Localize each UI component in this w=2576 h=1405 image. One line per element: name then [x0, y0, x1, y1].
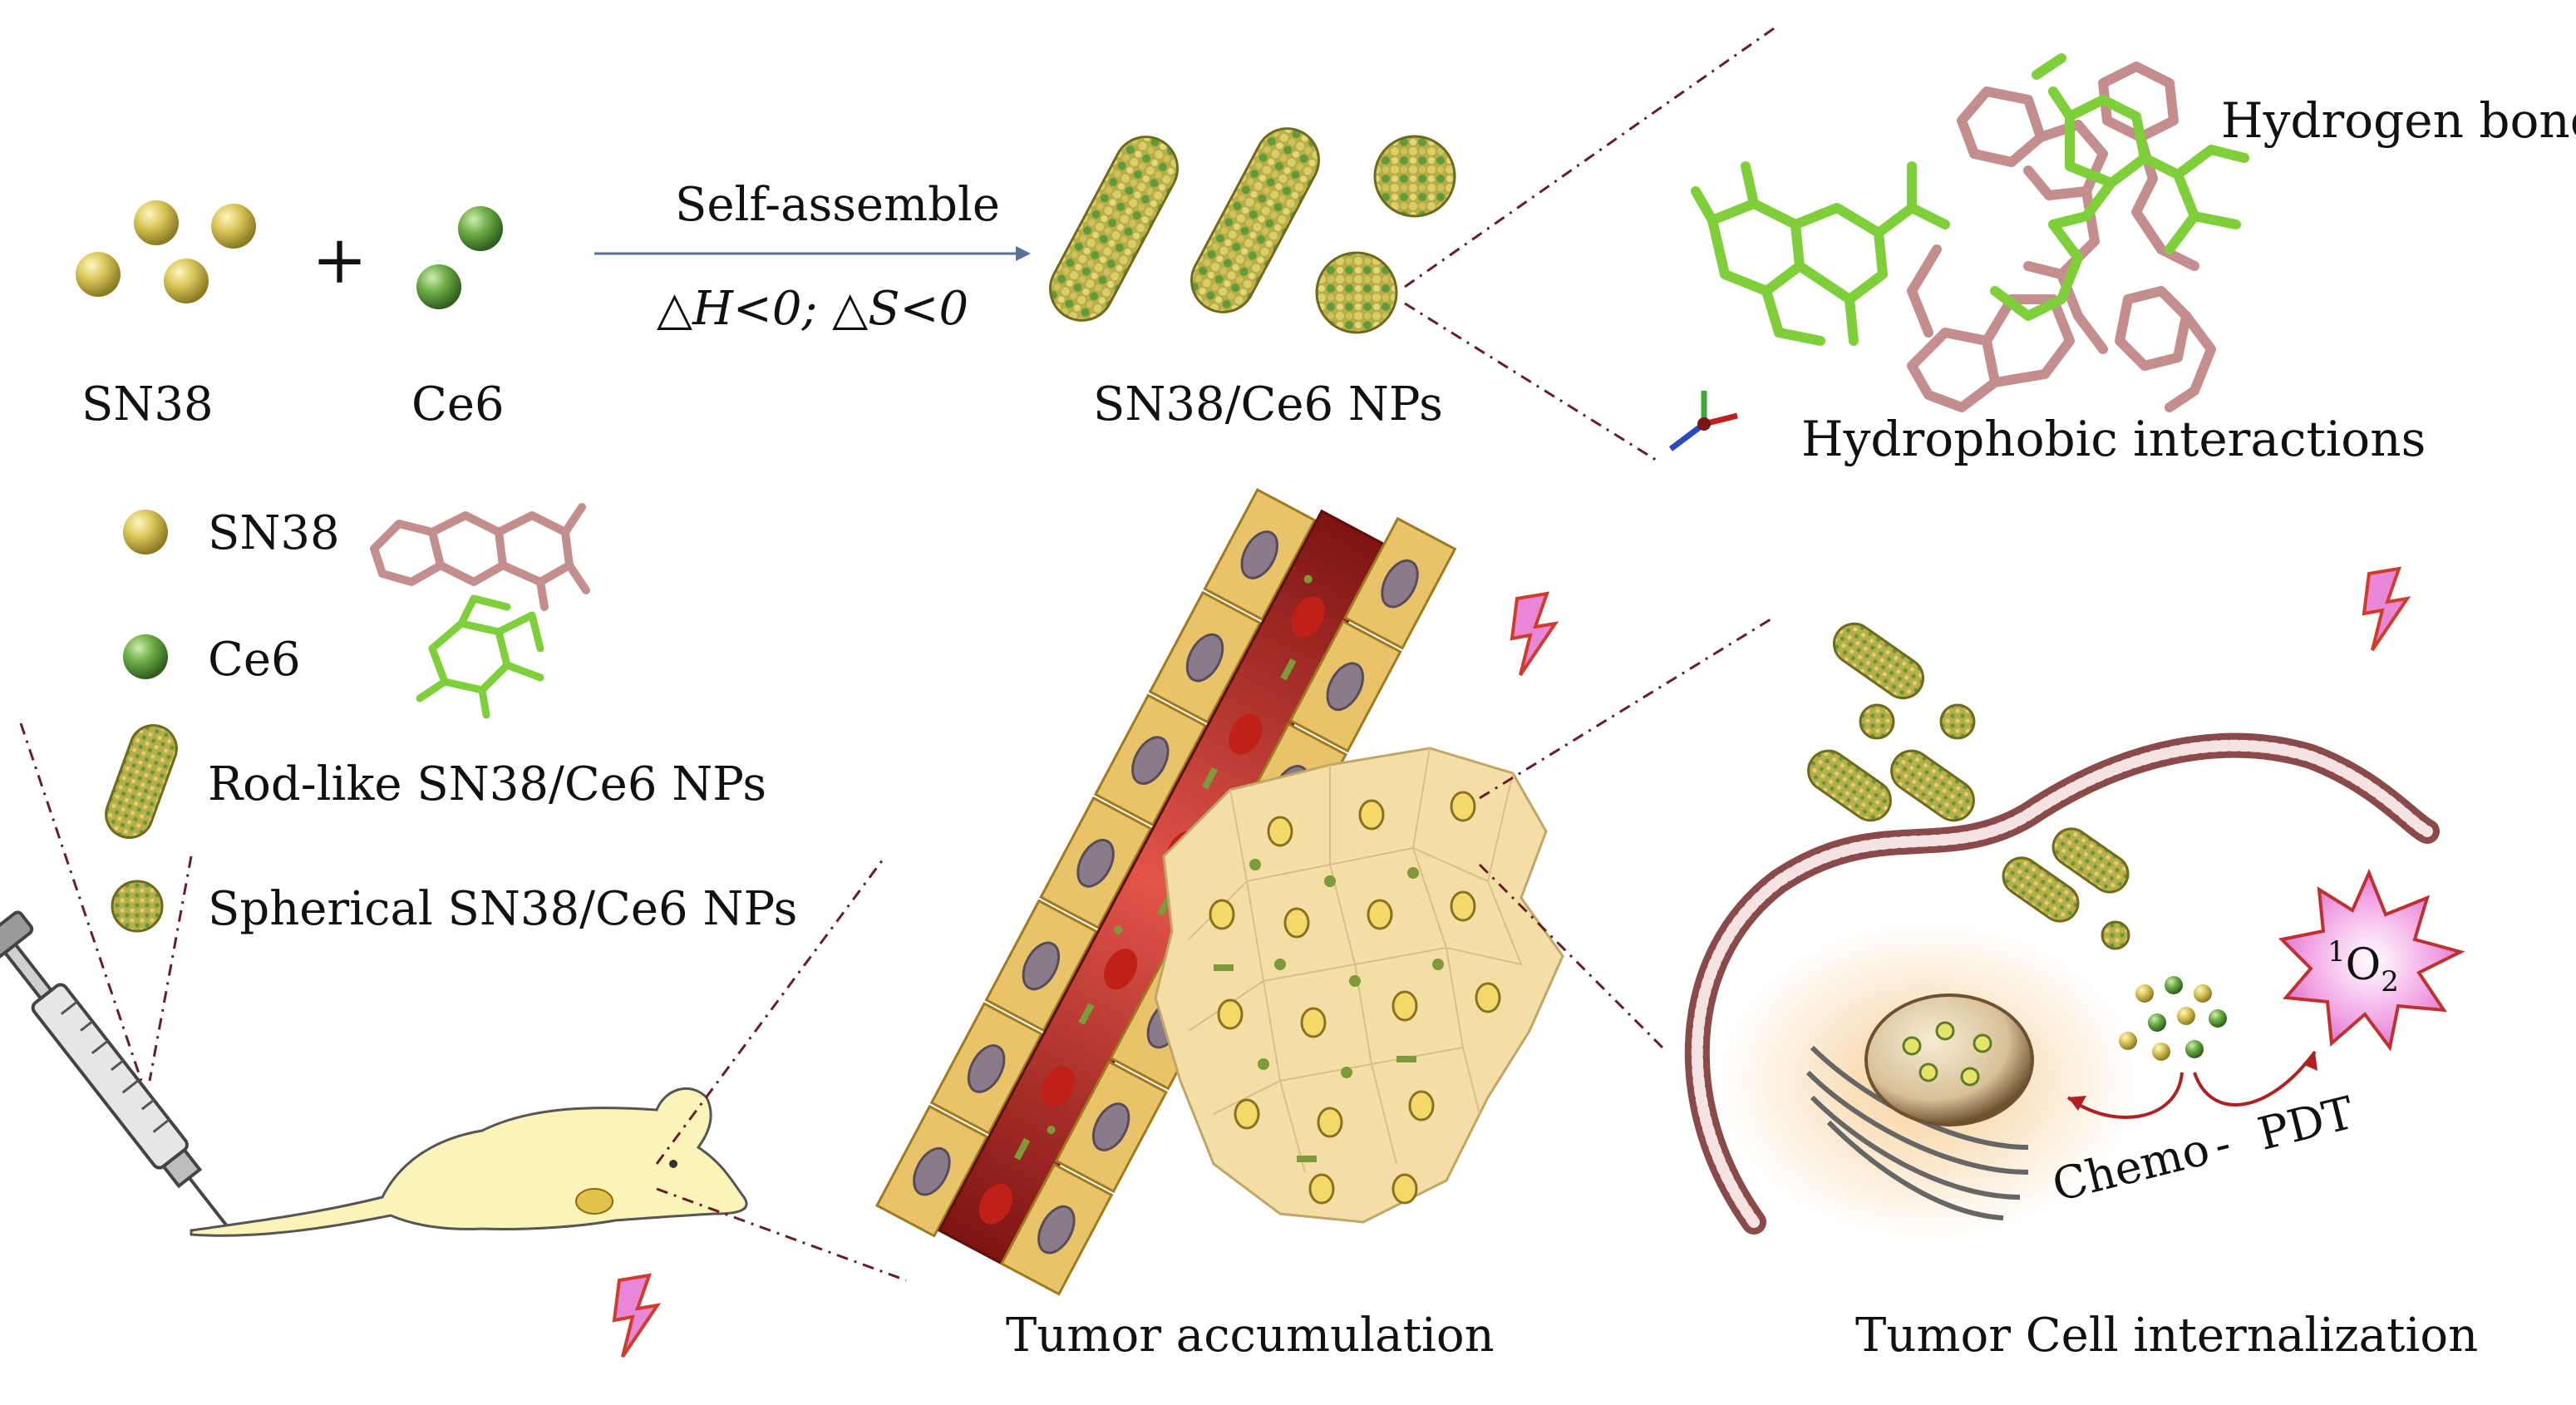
legend-ce6-label: Ce6 [208, 633, 301, 687]
legend-sn38-swatch [123, 510, 168, 555]
tumor-tissue [1154, 747, 1564, 1224]
tumor-internalization-label: Tumor Cell internalization [1855, 1309, 2478, 1363]
self-assemble-arrow [594, 246, 1031, 261]
endothelial-right [999, 516, 1457, 1296]
legend-rod-label: Rod-like SN38/Ce6 NPs [208, 757, 766, 811]
rod-nanoparticle [1049, 136, 1179, 322]
ce6-particle [416, 264, 461, 309]
product-nanoparticles [1049, 127, 1456, 334]
axes-icon [1668, 391, 1738, 451]
ce6-label: Ce6 [411, 377, 505, 431]
legend-ce6-swatch [123, 634, 168, 679]
singlet-oxygen-burst: 1O2 [2278, 868, 2465, 1052]
sn38-particle [76, 252, 121, 297]
product-label: SN38/Ce6 NPs [1093, 377, 1443, 431]
singlet-oxygen-base: O [2346, 940, 2381, 990]
chemo-pdt-dash: - [2209, 1117, 2236, 1172]
plus-sign: + [312, 221, 367, 298]
sphere-nanoparticle [1315, 251, 1398, 334]
lightning-icon [1510, 592, 1557, 677]
nucleus [1864, 993, 2034, 1126]
ce6-molecule-cluster [1691, 53, 2249, 346]
sn38-particle [134, 200, 179, 245]
legend-sn38-label: SN38 [208, 506, 340, 560]
mouse-icon [190, 1087, 748, 1237]
sn38-particle [164, 259, 209, 303]
hydrophobic-label: Hydrophobic interactions [1801, 411, 2426, 467]
legend-sphere-label: Spherical SN38/Ce6 NPs [208, 882, 797, 936]
legend-sphere-swatch [111, 880, 164, 933]
legend-rod-swatch [105, 724, 178, 839]
blood-vessel-scene [874, 488, 1457, 1296]
mouse-tumor [575, 1188, 613, 1215]
internalized-nanoparticles [1807, 622, 2130, 950]
lightning-icon [613, 1274, 659, 1358]
lightning-icon [2362, 567, 2409, 652]
sn38-particle-group [76, 200, 256, 303]
singlet-oxygen-sub: 2 [2381, 965, 2399, 998]
ce6-molecule-icon [416, 594, 544, 719]
singlet-oxygen-label: 1O2 [2327, 935, 2399, 998]
ce6-particle-group [416, 206, 503, 309]
mouse-zoom-lines [655, 855, 907, 1282]
legend: SN38 Ce6 Rod-like SN38/Ce6 NPs Spherical… [105, 503, 797, 936]
cell-membrane [1684, 732, 2440, 1235]
arrow-top-label: Self-assemble [675, 178, 1000, 232]
therapy-arrows [2066, 1050, 2317, 1119]
ce6-particle [458, 206, 503, 251]
zoom-lines-molecular [1404, 23, 1780, 463]
syringe-dashed-lines [19, 722, 193, 1082]
singlet-oxygen-sup: 1 [2327, 935, 2346, 969]
sn38-molecule-cluster [1907, 62, 2216, 412]
molecular-structure [1691, 53, 2249, 412]
tumor-zoom-lines [1478, 618, 1771, 1049]
sphere-nanoparticle [1373, 135, 1456, 218]
tumor-accumulation-label: Tumor accumulation [1006, 1309, 1495, 1363]
pdt-label: PDT [2253, 1087, 2358, 1161]
rod-nanoparticle [1190, 127, 1320, 313]
released-drug-dots [2119, 976, 2227, 1061]
sn38-molecule-icon [370, 503, 590, 611]
sn38-particle [211, 204, 256, 249]
arrow-bottom-label: △H<0; △S<0 [657, 282, 968, 336]
endothelial-left [874, 488, 1317, 1238]
hydrogen-bonds-label: Hydrogen bonds [2221, 92, 2576, 149]
sn38-label: SN38 [81, 377, 214, 431]
syringe-icon [0, 910, 232, 1231]
